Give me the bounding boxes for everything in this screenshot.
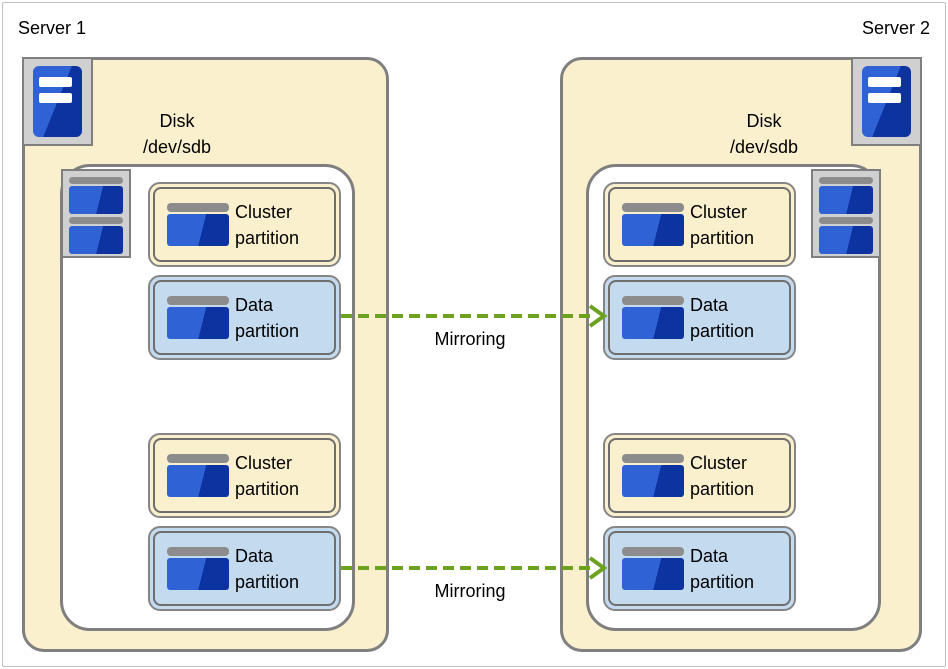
disk-bar <box>167 296 229 305</box>
disk-label-line1: Disk <box>746 111 782 131</box>
disk-stack-body <box>69 177 123 257</box>
disk-bar <box>819 217 873 224</box>
disk-plate <box>622 465 684 497</box>
partition-icon <box>167 547 229 590</box>
server1-data-partition-2: Data partition <box>148 526 341 611</box>
partition-label-line1: Data <box>235 545 274 566</box>
disk-bar <box>622 547 684 556</box>
partition-label: Data partition <box>690 543 754 595</box>
partition-box-inner: Cluster partition <box>153 187 336 262</box>
tower-slot <box>39 93 72 103</box>
partition-icon <box>622 547 684 590</box>
disk-stack-icon <box>811 169 881 258</box>
mirroring-label-bottom: Mirroring <box>434 581 506 601</box>
tower-body <box>862 66 911 137</box>
partition-box-inner: Cluster partition <box>608 187 791 262</box>
server2-cluster-partition-1: Cluster partition <box>603 182 796 267</box>
disk-plate <box>622 558 684 590</box>
server1-label: Server 1 <box>18 18 87 38</box>
partition-icon <box>167 454 229 497</box>
tower-body <box>33 66 82 137</box>
partition-label-line1: Cluster <box>690 452 748 473</box>
partition-label-line1: Cluster <box>235 201 293 222</box>
partition-label-line1: Cluster <box>690 201 748 222</box>
partition-label: Cluster partition <box>235 450 299 502</box>
server1-disk-label: Disk /dev/sdb <box>77 108 277 160</box>
partition-icon <box>167 203 229 246</box>
partition-label-line1: Data <box>690 545 729 566</box>
partition-icon <box>622 203 684 246</box>
disk-bar <box>622 203 684 212</box>
server2-cluster-partition-2: Cluster partition <box>603 433 796 518</box>
disk-plate <box>69 226 123 254</box>
server1-data-partition-1: Data partition <box>148 275 341 360</box>
disk-label-line1: Disk <box>159 111 195 131</box>
mirroring-arrow-top <box>341 304 608 328</box>
partition-label-line2: partition <box>235 320 300 341</box>
server1-cluster-partition-1: Cluster partition <box>148 182 341 267</box>
tower-slot <box>868 93 901 103</box>
partition-label-line2: partition <box>690 320 755 341</box>
partition-box-inner: Cluster partition <box>608 438 791 513</box>
server2-data-partition-2: Data partition <box>603 526 796 611</box>
disk-bar <box>167 547 229 556</box>
tower-slot <box>868 77 901 87</box>
disk-stack-body <box>819 177 873 257</box>
disk-bar <box>167 454 229 463</box>
partition-label: Cluster partition <box>235 199 299 251</box>
disk-plate <box>622 307 684 339</box>
server2-label: Server 2 <box>861 18 930 38</box>
tower-slot <box>39 77 72 87</box>
partition-label-line1: Data <box>690 294 729 315</box>
disk-plate <box>69 186 123 214</box>
partition-icon <box>167 296 229 339</box>
partition-label-line1: Data <box>235 294 274 315</box>
partition-label-line2: partition <box>235 227 300 248</box>
partition-label-line2: partition <box>690 478 755 499</box>
disk-plate <box>167 214 229 246</box>
partition-label: Cluster partition <box>690 199 754 251</box>
partition-box-inner: Cluster partition <box>153 438 336 513</box>
disk-plate <box>819 226 873 254</box>
disk-plate <box>167 465 229 497</box>
disk-bar <box>622 454 684 463</box>
disk-label-line2: /dev/sdb <box>729 137 799 157</box>
partition-label: Data partition <box>235 292 299 344</box>
server-tower-icon <box>851 57 922 146</box>
partition-box-inner: Data partition <box>608 280 791 355</box>
partition-box-inner: Data partition <box>608 531 791 606</box>
mirroring-label-top: Mirroring <box>434 329 506 349</box>
partition-label: Data partition <box>690 292 754 344</box>
partition-label-line2: partition <box>235 478 300 499</box>
disk-plate <box>622 214 684 246</box>
disk-plate <box>819 186 873 214</box>
disk-label-line2: /dev/sdb <box>142 137 212 157</box>
server2-disk-label: Disk /dev/sdb <box>664 108 864 160</box>
partition-icon <box>622 454 684 497</box>
partition-label-line2: partition <box>235 571 300 592</box>
partition-label: Data partition <box>235 543 299 595</box>
partition-label-line2: partition <box>690 227 755 248</box>
mirroring-arrow-bottom <box>341 556 608 580</box>
disk-bar <box>819 177 873 184</box>
disk-bar <box>167 203 229 212</box>
partition-box-inner: Data partition <box>153 280 336 355</box>
partition-label-line2: partition <box>690 571 755 592</box>
disk-plate <box>167 307 229 339</box>
disk-stack-icon <box>61 169 131 258</box>
disk-bar <box>69 177 123 184</box>
server2-data-partition-1: Data partition <box>603 275 796 360</box>
server1-cluster-partition-2: Cluster partition <box>148 433 341 518</box>
disk-plate <box>167 558 229 590</box>
disk-bar <box>69 217 123 224</box>
partition-box-inner: Data partition <box>153 531 336 606</box>
server-tower-icon <box>22 57 93 146</box>
partition-icon <box>622 296 684 339</box>
partition-label: Cluster partition <box>690 450 754 502</box>
disk-bar <box>622 296 684 305</box>
partition-label-line1: Cluster <box>235 452 293 473</box>
